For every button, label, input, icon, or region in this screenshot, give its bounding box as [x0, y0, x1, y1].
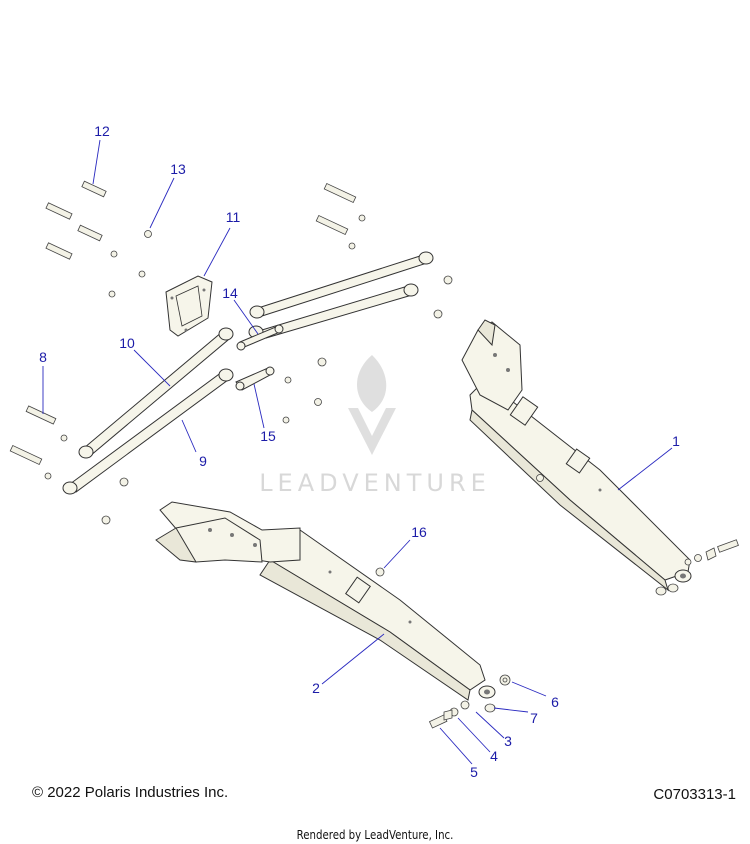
lower-control-link-10 — [78, 327, 234, 459]
callout-11: 11 — [226, 209, 241, 225]
copyright-text: © 2022 Polaris Industries Inc. — [32, 784, 229, 801]
small-link-14 — [236, 324, 284, 351]
watermark-flame-icon — [357, 355, 387, 412]
callout-9: 9 — [199, 453, 207, 469]
callout-15: 15 — [260, 428, 276, 444]
callout-12: 12 — [94, 123, 110, 139]
watermark-text: LEADVENTURE — [259, 469, 491, 497]
left-arm-pivot-hardware — [428, 674, 511, 729]
trailing-arm-left — [155, 501, 496, 701]
callout-16: 16 — [411, 524, 427, 540]
mounting-bracket-11 — [165, 275, 213, 337]
watermark-v-icon — [348, 408, 396, 455]
callout-10: 10 — [119, 335, 135, 351]
bolts — [9, 180, 357, 466]
watermark: LEADVENTURE — [259, 355, 491, 497]
rendered-by-text: Rendered by LeadVenture, Inc. — [296, 828, 454, 842]
callout-2: 2 — [312, 680, 320, 696]
callout-14: 14 — [222, 285, 238, 301]
callout-5: 5 — [470, 764, 478, 780]
callout-7: 7 — [530, 710, 538, 726]
callout-6: 6 — [551, 694, 559, 710]
lower-control-link-9 — [62, 368, 234, 495]
callout-3: 3 — [504, 733, 512, 749]
callout-4: 4 — [490, 748, 498, 764]
callouts: 1 2 3 4 5 6 7 8 9 10 11 12 13 14 15 16 — [39, 123, 680, 780]
callout-8: 8 — [39, 349, 47, 365]
callout-1: 1 — [672, 433, 680, 449]
small-link-15 — [235, 366, 275, 391]
leader-lines — [42, 139, 673, 765]
callout-13: 13 — [170, 161, 186, 177]
diagram-code: C0703313-1 — [653, 786, 736, 803]
trailing-arm-right — [461, 319, 692, 592]
nuts-and-washers — [44, 214, 544, 577]
right-arm-pivot-hardware — [655, 539, 739, 596]
upper-control-link-rear — [249, 251, 434, 319]
